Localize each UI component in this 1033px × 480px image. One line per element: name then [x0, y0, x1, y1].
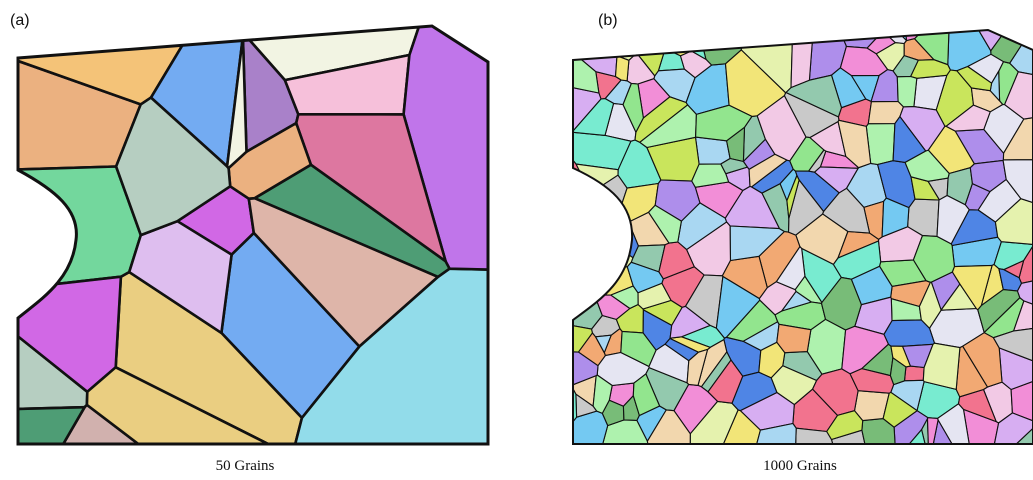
grain-cell-a [292, 267, 488, 444]
grain-cell-b [789, 136, 825, 172]
grain-cell-b [595, 334, 612, 354]
grain-cell-b [632, 373, 661, 417]
grain-cell-a [127, 219, 233, 335]
grain-cell-b [794, 427, 835, 444]
grain-cell-b [918, 281, 942, 329]
grain-cell-b [626, 261, 664, 294]
grain-cell-b [742, 321, 780, 351]
grain-cell-b [956, 65, 993, 92]
grain-cell-b [814, 166, 859, 194]
grain-cell-b [826, 410, 864, 441]
grain-cell-b [892, 55, 919, 78]
grain-cell-b [620, 330, 657, 368]
grain-cell-b [926, 417, 939, 444]
grain-cell-a [225, 35, 248, 170]
grain-cell-b [683, 30, 714, 41]
grain-cell-b [656, 30, 687, 53]
grain-cell-b [890, 345, 911, 368]
grain-cell-b [775, 246, 806, 291]
grain-cell-b [573, 239, 603, 277]
grain-cell-b [573, 267, 603, 299]
grain-cell-b [694, 136, 731, 165]
grain-cell-b [922, 342, 961, 390]
grain-cell-b [786, 174, 800, 220]
grain-cell-a [294, 113, 447, 263]
grain-cell-b [573, 192, 604, 241]
grain-cell-b [892, 116, 927, 163]
grain-cell-b [776, 323, 812, 354]
panel-a-caption: 50 Grains [215, 458, 275, 474]
grain-cell-b [573, 98, 615, 136]
grain-cell-b [841, 325, 889, 375]
grain-cell-b [889, 357, 907, 386]
grain-cell-b [785, 74, 843, 118]
grain-cell-b [686, 348, 709, 386]
grain-cell-b [951, 264, 993, 311]
grain-cell-b [881, 197, 910, 238]
grain-cell-b [731, 371, 778, 412]
grain-cell-a [85, 365, 282, 444]
grain-cell-a [18, 405, 86, 444]
panel-b-specimen [572, 28, 1033, 445]
grain-cell-b [758, 281, 797, 316]
grain-cell-a [402, 26, 488, 272]
grain-cell-b [992, 412, 1033, 444]
grain-cell-b [588, 234, 617, 260]
grain-cell-b [622, 82, 644, 133]
grain-cell-b [977, 289, 1021, 334]
grain-cell-b [881, 30, 898, 31]
specimen-a-outline [16, 24, 490, 446]
grain-cell-b [648, 204, 682, 244]
grain-cell-b [992, 327, 1033, 362]
grain-cell-b [903, 429, 928, 444]
grain-cell-b [936, 194, 970, 245]
grain-cell-b [1004, 71, 1033, 120]
grain-cell-b [646, 409, 691, 444]
grain-cell-b [695, 104, 753, 142]
grain-cell-b [903, 365, 925, 382]
grain-cell-b [573, 30, 634, 57]
grain-cell-b [720, 157, 748, 175]
grain-cell-b [707, 359, 744, 404]
panel-b-label: (b) [598, 12, 618, 29]
grain-cell-b [1008, 30, 1033, 42]
grain-cell-b [579, 209, 630, 249]
grain-cell-b [957, 388, 997, 423]
grain-cell-b [820, 276, 862, 331]
specimen-b-outline [572, 28, 1033, 445]
panel-b-caption: 1000 Grains [763, 458, 837, 474]
panel-a-label: (a) [10, 12, 30, 29]
grain-cell-b [668, 30, 694, 47]
grain-cell-b [1002, 159, 1033, 204]
grain-cell-b [896, 75, 918, 108]
grain-cell-b [654, 179, 701, 222]
grain-cell-b [1003, 260, 1025, 279]
grain-cell-b [945, 104, 991, 132]
grain-cell-b [614, 55, 630, 82]
grain-cell-b [837, 119, 872, 169]
grain-cell-b [748, 153, 788, 188]
grain-cell-b [832, 240, 882, 280]
panel-a-specimen [16, 24, 490, 446]
grain-cell-b [596, 243, 634, 268]
